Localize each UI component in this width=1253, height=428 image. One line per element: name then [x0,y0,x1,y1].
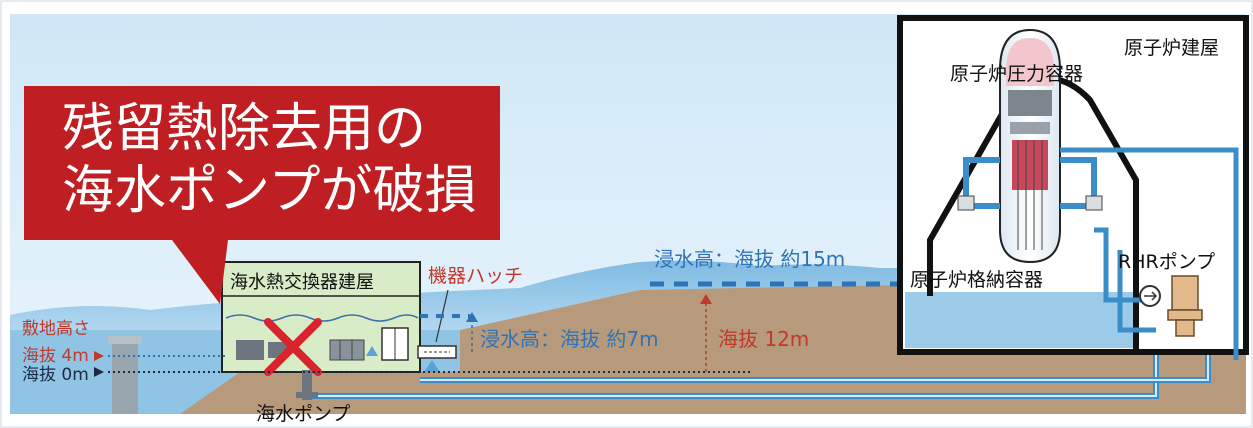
suppression-water [905,292,1136,348]
equipment-hatch [417,345,457,372]
containment-vessel-label: 原子炉格納容器 [910,269,1043,291]
reactor-building-label: 原子炉建屋 [1124,37,1219,59]
elev-12m-label: 海抜 12m [718,327,809,351]
hx-flow-arrow [366,346,378,356]
flood-7m-label: 浸水高：海抜 約7m [480,327,659,351]
elev-4m-label: 海抜 4m [22,346,89,366]
flood-15m-label: 浸水高：海抜 約15m [654,247,845,271]
rhr-pump [1139,275,1203,337]
hx-building-label: 海水熱交換器建屋 [230,272,374,293]
recirc-loop-right [1060,157,1097,209]
recirc-pump-right [1085,195,1103,211]
elev-12m-arrowhead [700,294,712,304]
breakwater-cap [108,336,142,344]
elev-0m-label: 海抜 0m [22,365,89,385]
flood-7m-arrowhead [466,312,478,322]
recirc-pump-left [957,195,975,211]
ground-height-label: 敷地高さ [22,319,90,339]
hx-water-line [225,314,419,322]
damage-callout [24,86,500,304]
damage-x-icon [264,318,322,376]
seawater-pump-base [296,392,318,398]
elev-0m-marker [94,367,104,377]
seawater-pump-shaft [302,370,312,400]
breakwater [112,340,138,414]
pressure-vessel [999,28,1061,264]
recirc-loop-left [963,157,1000,209]
equipment-hatch-label: 機器ハッチ [428,265,523,287]
rhr-pipe-outer [1060,147,1239,360]
seawater-pump-label: 海水ポンプ [256,403,350,425]
rhr-pump-label: RHRポンプ [1118,251,1215,273]
callout-line-1: 残留熱除去用の [62,99,426,159]
rhr-pipe-inner [1094,227,1150,303]
elev-4m-marker [94,351,104,361]
hx-equipment-1 [236,340,264,360]
rhr-pipe-return [1117,250,1156,333]
hx-heat-exchanger [329,339,365,361]
pressure-vessel-label: 原子炉圧力容器 [950,63,1083,85]
callout-line-2: 海水ポンプが破損 [62,161,476,221]
